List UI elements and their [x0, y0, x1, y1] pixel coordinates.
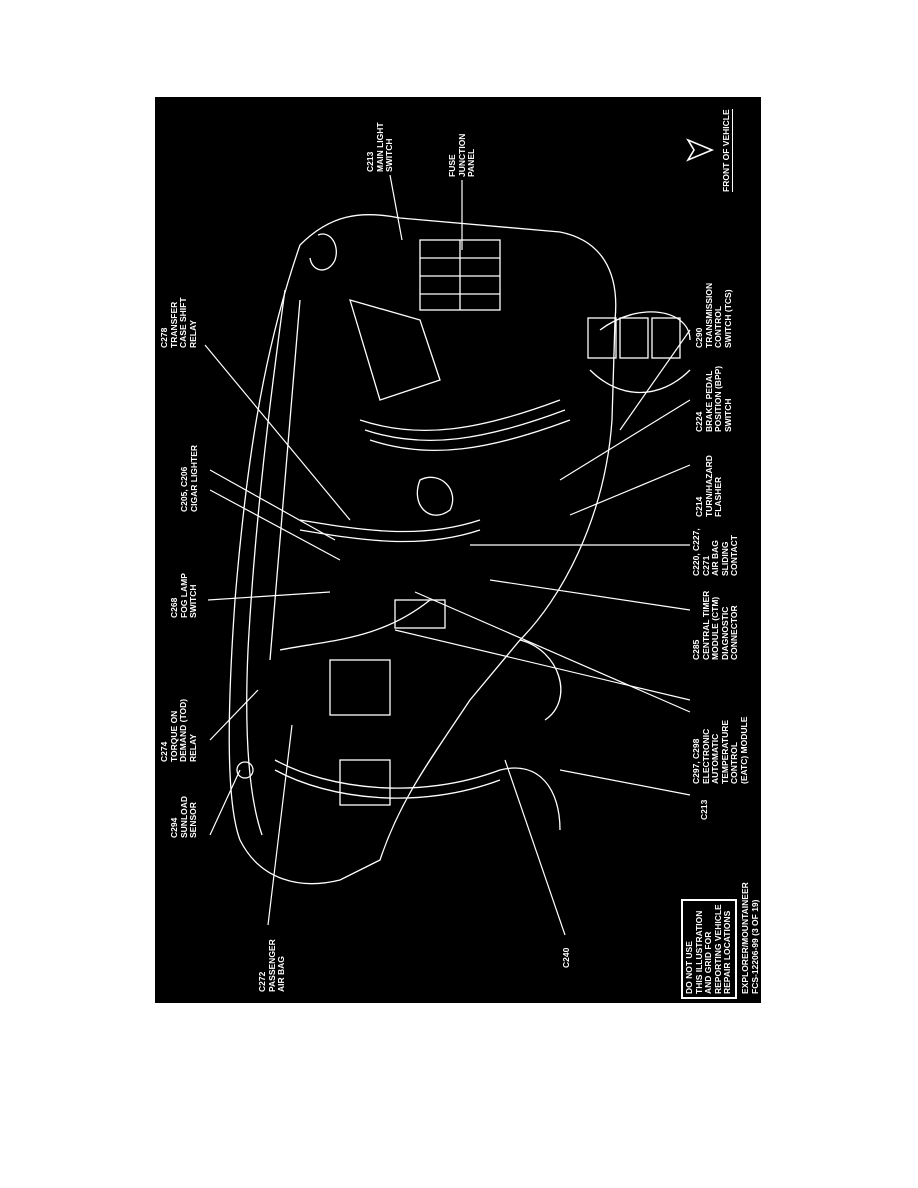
leader-lines: [204, 174, 691, 936]
label-line: RELAY: [187, 733, 198, 762]
fuse-junction-panel: [419, 239, 501, 311]
harness-bundles: [236, 399, 571, 831]
label-line: SWITCH: [384, 138, 394, 172]
label-line: CIGAR LIGHTER: [188, 444, 199, 512]
label-line: SENSOR: [188, 802, 198, 838]
label-line: REPAIR LOCATIONS: [722, 910, 732, 994]
label-line: FRONT OF VEHICLE: [721, 109, 733, 192]
label-c213: C213: [699, 799, 710, 820]
label-c240: C240: [561, 947, 572, 968]
label-line: (EATC) MODULE: [738, 716, 749, 784]
label-line: FCS-12206-99 (3 OF 19): [749, 899, 760, 994]
panel-edge-line: [761, 97, 763, 1003]
label-line: SWITCH: [188, 584, 198, 618]
label-line: SWITCH: [722, 398, 733, 432]
label-line: FLASHER: [713, 476, 723, 517]
front-of-vehicle-arrow-icon: [686, 138, 715, 162]
label-line: RELAY: [187, 319, 198, 348]
dashboard-outline: [228, 213, 691, 885]
tcs-switch-modules: [587, 317, 691, 394]
label-line: AIR BAG: [276, 956, 286, 992]
label-line: CONNECTOR: [729, 605, 739, 660]
label-line: PANEL: [466, 148, 476, 177]
label-line: C240: [561, 947, 571, 968]
label-front-of-vehicle: FRONT OF VEHICLE: [721, 109, 733, 192]
label-line: SWITCH (TCS): [722, 289, 733, 348]
label-line: CONTACT: [729, 535, 739, 576]
label-line: C213: [699, 799, 709, 820]
diagram-background: [155, 97, 763, 1003]
